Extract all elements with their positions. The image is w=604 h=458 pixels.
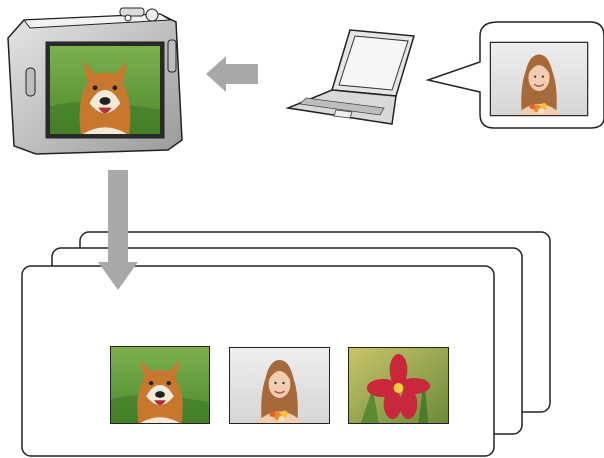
callout-portrait-photo <box>491 43 587 115</box>
camera-icon <box>7 7 183 155</box>
thumbnail-portrait <box>229 347 330 424</box>
speech-bubble <box>425 21 604 129</box>
laptop-icon <box>285 29 415 125</box>
arrow-down-icon <box>98 170 138 290</box>
arrow-left-icon <box>206 56 258 92</box>
thumbnail-dog <box>110 346 210 424</box>
thumbnail-flower <box>348 347 449 424</box>
